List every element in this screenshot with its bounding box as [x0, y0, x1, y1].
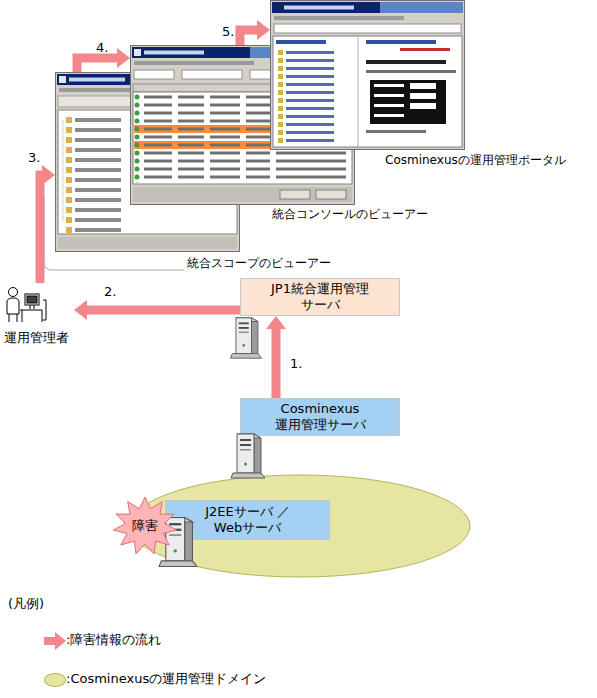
- arrow-shaft: [40, 175, 42, 283]
- step-number: 3.: [28, 150, 40, 167]
- arrow-head: [257, 20, 270, 40]
- box-label: J2EEサーバ ／Webサーバ: [198, 504, 298, 537]
- box-label: JP1統合運用管理 サーバ: [264, 281, 376, 314]
- operator-icon: [7, 288, 46, 323]
- arrow-shaft: [87, 306, 240, 315]
- legend-heading: (凡例): [8, 596, 44, 613]
- box-label: Cosminexus 運用管理サーバ: [255, 401, 385, 434]
- server-box: J2EEサーバ ／Webサーバ: [165, 500, 330, 540]
- window-caption: 統合スコープのビューアー: [187, 256, 331, 272]
- viewer-window: Cosminexusの運用管理ポータル: [270, 0, 465, 150]
- arrow-head: [117, 48, 130, 68]
- flow-arrow: [74, 300, 240, 320]
- window-caption: 統合コンソールのビューアー: [272, 207, 428, 223]
- operator-actor: 運用管理者: [2, 283, 74, 347]
- step-number: 5.: [222, 24, 234, 41]
- flow-arrow: [77, 48, 130, 72]
- burst-label: 障害: [132, 518, 158, 535]
- arrow-head: [42, 165, 55, 185]
- arrow-head: [266, 316, 286, 329]
- arrow-head: [74, 300, 87, 320]
- flow-arrow: [40, 165, 55, 283]
- legend-text: :Cosminexusの運用管理ドメイン: [66, 671, 266, 688]
- legend-text: :障害情報の流れ: [66, 632, 161, 649]
- legend-swatch: [44, 673, 66, 687]
- window-caption: Cosminexusの運用管理ポータル: [385, 153, 566, 169]
- arrow-shaft: [240, 30, 257, 45]
- server-icon: [231, 434, 265, 478]
- flow-arrow: [240, 20, 270, 45]
- step-number: 2.: [104, 284, 116, 301]
- step-number: 4.: [96, 40, 108, 57]
- arrow-shaft: [272, 329, 281, 398]
- server-box: Cosminexus 運用管理サーバ: [240, 398, 400, 436]
- burst-outline: [113, 497, 176, 554]
- legend-arrow-sample: [44, 632, 66, 650]
- step-number: 1.: [290, 356, 302, 373]
- server-icon: [230, 318, 261, 358]
- flow-arrow: [266, 316, 286, 398]
- failure-burst: 障害: [112, 496, 178, 556]
- portal-screenshot: [270, 0, 465, 150]
- arrow-shaft: [77, 58, 117, 72]
- server-box: JP1統合運用管理 サーバ: [240, 278, 400, 316]
- actor-label: 運用管理者: [2, 330, 74, 347]
- domain-ellipse: [130, 475, 470, 577]
